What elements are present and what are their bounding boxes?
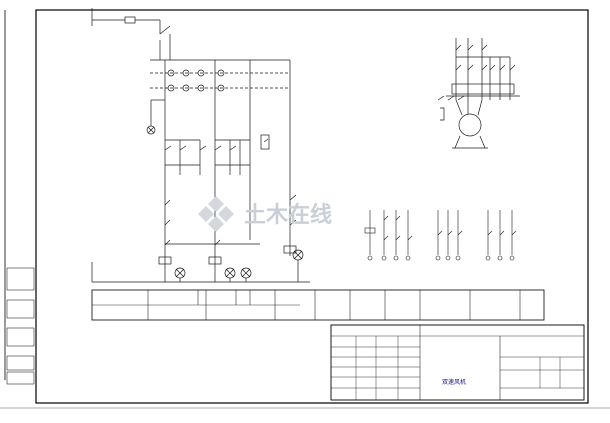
control-circuit (91, 8, 310, 283)
title-block (330, 324, 585, 401)
left-sidebar (4, 10, 37, 403)
drawing-title: 双速风机 (442, 378, 466, 386)
title-block-text: 双速风机 (442, 378, 466, 386)
relay-groups (364, 210, 517, 261)
watermark: 土木在线 (198, 196, 332, 232)
function-table (91, 289, 545, 321)
power-circuit (437, 38, 520, 149)
watermark-text: 土木在线 (244, 202, 332, 228)
